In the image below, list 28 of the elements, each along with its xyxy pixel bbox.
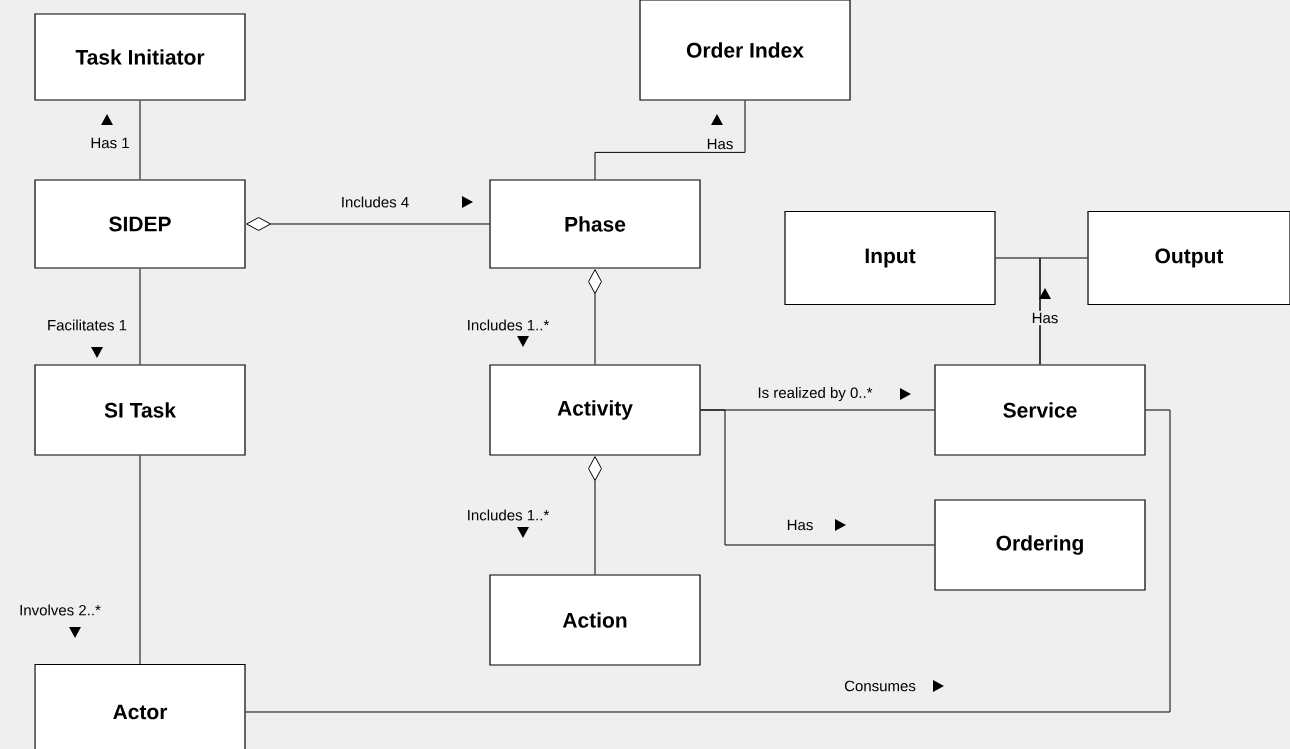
connector [139,268,141,365]
edge-label: Is realized by 0..* [755,385,875,403]
connector [139,455,141,665]
edge-label: Involves 2..* [17,602,103,618]
class-box: Order Index [639,0,851,101]
class-box: Activity [489,364,701,456]
connector [588,456,602,575]
class-box: SIDEP [34,179,246,269]
class-box: Action [489,574,701,666]
connector [246,217,490,231]
class-box: SI Task [34,364,246,456]
class-box: Phase [489,179,701,269]
edge-label: Includes 4 [338,194,412,210]
class-box: Ordering [934,499,1146,591]
edge-label: Includes 1..* [464,317,552,333]
class-box: Task Initiator [34,13,246,101]
connector [594,100,746,180]
connector [1039,257,1088,365]
edge-label: Includes 1..* [464,507,552,523]
class-box: Actor [34,663,246,749]
edge-label: Facilitates 1 [45,317,130,333]
connector [588,269,602,365]
connector [700,409,935,546]
connector [139,100,141,180]
class-box: Service [934,364,1146,456]
connector [245,409,1171,713]
class-box: Input [784,210,996,306]
class-box: Output [1087,210,1290,306]
